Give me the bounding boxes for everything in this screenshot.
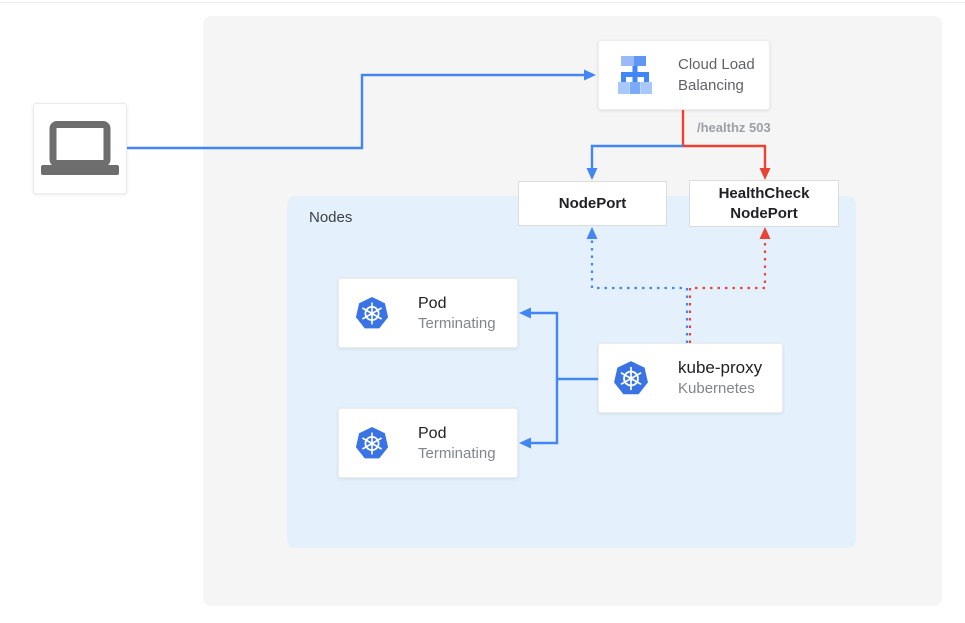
kubernetes-icon <box>355 297 389 329</box>
kube-proxy-title: kube-proxy <box>678 358 763 377</box>
nodes-group-label: Nodes <box>309 209 353 226</box>
client-node <box>33 103 127 194</box>
kube-proxy-subtitle: Kubernetes <box>678 380 755 397</box>
clb-label-line1: Cloud Load <box>678 56 755 73</box>
pod-1-status: Terminating <box>418 314 496 332</box>
pod-2-title: Pod <box>418 424 447 442</box>
laptop-icon <box>41 120 119 175</box>
healthcheck-nodeport-node: HealthCheck NodePort <box>689 180 839 227</box>
load-balancer-icon <box>618 56 652 94</box>
pod-2-text: Pod Terminating <box>418 423 496 464</box>
healthcheck-label-line2: NodePort <box>730 204 798 222</box>
kubernetes-icon <box>355 427 389 459</box>
kube-proxy-node: kube-proxy Kubernetes <box>598 343 783 413</box>
pod-node-1: Pod Terminating <box>338 278 518 348</box>
pod-node-2: Pod Terminating <box>338 408 518 478</box>
pod-1-text: Pod Terminating <box>418 293 496 334</box>
healthz-status-label: /healthz 503 <box>697 120 771 135</box>
pod-2-status: Terminating <box>418 444 496 462</box>
healthcheck-label-line1: HealthCheck <box>718 184 810 202</box>
kubernetes-icon <box>614 361 648 395</box>
cloud-load-balancing-label: Cloud Load Balancing <box>678 54 755 96</box>
clb-label-line2: Balancing <box>678 77 744 94</box>
pod-1-title: Pod <box>418 294 447 312</box>
kube-proxy-text: kube-proxy Kubernetes <box>678 357 762 399</box>
cloud-load-balancing-node: Cloud Load Balancing <box>598 40 770 110</box>
nodeport-label: NodePort <box>558 194 627 212</box>
nodeport-node: NodePort <box>518 181 667 226</box>
top-divider <box>0 2 965 3</box>
